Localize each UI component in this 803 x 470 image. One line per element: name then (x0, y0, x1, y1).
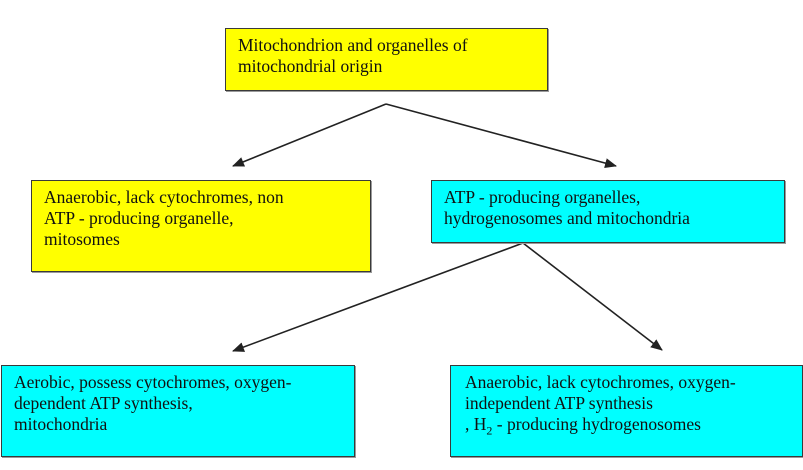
node-anaerobic-line-2: independent ATP synthesis (465, 393, 653, 413)
node-anaerobic-line-3-suffix: - producing hydrogenosomes (492, 414, 701, 434)
node-atp-producing-organelles: ATP - producing organelles, hydrogenosom… (431, 180, 785, 243)
node-aerobic-mitochondria: Aerobic, possess cytochromes, oxygen- de… (1, 365, 355, 457)
arrow-atp-to-anaerobic (522, 242, 663, 351)
node-anaerobic-line-1: Anaerobic, lack cytochromes, oxygen- (465, 372, 736, 392)
node-anaerobic-line-3-prefix: , H (465, 414, 487, 434)
node-mitosomes: Anaerobic, lack cytochromes, non ATP - p… (31, 180, 371, 272)
arrow-root-to-mitosomes (232, 103, 387, 167)
arrow-root-to-atp-producing (385, 103, 617, 168)
h2-subscript: 2 (486, 423, 493, 438)
node-root-mitochondrion-origin: Mitochondrion and organelles of mitochon… (225, 28, 548, 91)
node-anaerobic-hydrogenosomes: Anaerobic, lack cytochromes, oxygen- ind… (450, 365, 803, 457)
